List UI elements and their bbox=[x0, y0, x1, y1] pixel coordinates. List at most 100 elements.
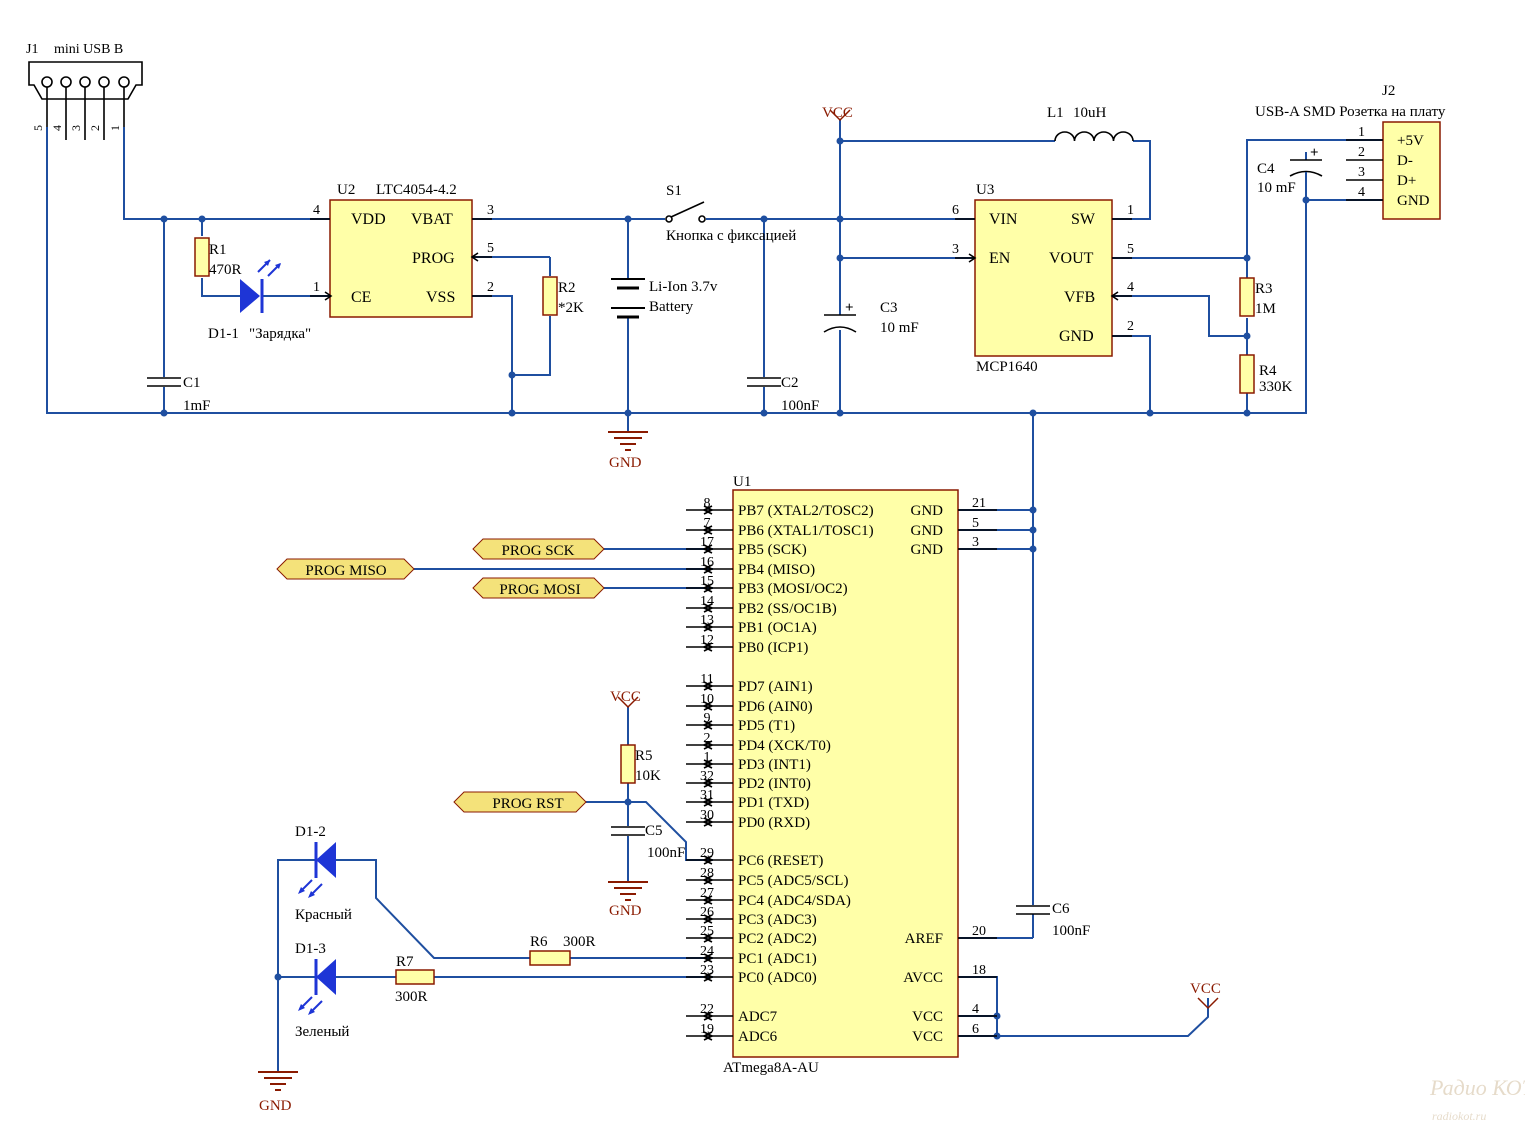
u1-left-pin-number: 10 bbox=[700, 692, 714, 707]
u1-left-pin-label: PD1 (TXD) bbox=[738, 795, 809, 811]
d1-1-label: "Зарядка" bbox=[249, 326, 311, 342]
u2-pin-prog: PROG bbox=[412, 250, 455, 267]
c6-value: 100nF bbox=[1052, 923, 1090, 939]
u1-pin-arrow bbox=[703, 817, 714, 827]
watermark: Радио КОТ radiokot.ru bbox=[1429, 1075, 1525, 1123]
u3-pin-gnd: GND bbox=[1059, 328, 1094, 345]
u1-left-pin-number: 32 bbox=[700, 769, 714, 784]
j1-pin2: 2 bbox=[88, 125, 102, 131]
r3-value: 1M bbox=[1255, 301, 1276, 317]
u1-pin-arrow bbox=[703, 681, 714, 691]
svg-text:+: + bbox=[845, 300, 854, 316]
u1-left-pin-number: 22 bbox=[700, 1002, 714, 1017]
j1-pin4: 4 bbox=[50, 125, 64, 131]
r1-value: 470R bbox=[209, 262, 242, 278]
u1-left-pin-label: PB5 (SCK) bbox=[738, 542, 807, 558]
d1-3-led-green: D1-3 Зеленый bbox=[295, 941, 349, 1040]
u1-left-pin-label: PD0 (RXD) bbox=[738, 815, 810, 831]
net-label-prog-rst: PROG RST bbox=[453, 791, 587, 813]
u1-left-pin-label: PB6 (XTAL1/TOSC1) bbox=[738, 523, 874, 539]
d1-3-label: Зеленый bbox=[295, 1024, 349, 1040]
u1-pin-arrow bbox=[703, 1011, 714, 1021]
u1-left-pin-label: PC4 (ADC4/SDA) bbox=[738, 893, 851, 909]
u1-left-pin-number: 30 bbox=[700, 808, 714, 823]
u1-left-pin-number: 16 bbox=[700, 555, 714, 570]
u1-pin-arrow bbox=[702, 817, 713, 827]
j1-mini-usb-connector: J1 mini USB B 5 4 3 2 1 bbox=[26, 42, 143, 140]
u1-left-pin-number: 23 bbox=[700, 963, 714, 978]
net-label-prog-sck: PROG SCK bbox=[472, 538, 605, 560]
c6-capacitor: C6 100nF bbox=[1016, 901, 1090, 939]
u1-pin-arrow bbox=[703, 953, 714, 963]
u1-left-pin-label: PB3 (MOSI/OC2) bbox=[738, 581, 848, 597]
gnd-symbol-c5: GND bbox=[608, 881, 648, 919]
u2-pin-num-5: 5 bbox=[487, 241, 494, 256]
u1-right-pin-label: VCC bbox=[912, 1009, 943, 1025]
r7-resistor: R7 300R bbox=[395, 954, 435, 1005]
u1-pin-arrow bbox=[702, 740, 713, 750]
c5-value: 100nF bbox=[647, 845, 685, 861]
r1-resistor: R1 470R bbox=[194, 237, 242, 278]
u1-pin-arrow bbox=[703, 778, 714, 788]
u3-boost-ic: U3 MCP1640 VIN SW EN VOUT VFB GND 6 1 3 … bbox=[952, 182, 1134, 375]
u1-pin-arrow bbox=[703, 875, 714, 885]
u1-pin-arrow bbox=[703, 933, 714, 943]
u1-left-pin-number: 26 bbox=[700, 905, 714, 920]
j2-pin-label-4: GND bbox=[1397, 193, 1430, 209]
u1-left-pin-number: 11 bbox=[700, 672, 713, 687]
gnd-label-top: GND bbox=[609, 455, 642, 471]
r5-ref: R5 bbox=[635, 748, 653, 764]
u1-right-pin-label: GND bbox=[911, 542, 944, 558]
u3-part: MCP1640 bbox=[976, 359, 1038, 375]
u1-right-pin-number: 4 bbox=[972, 1002, 979, 1017]
u1-pin-arrow bbox=[703, 895, 714, 905]
l1-value: 10uH bbox=[1073, 105, 1107, 121]
u1-pin-arrow bbox=[703, 797, 714, 807]
u2-pin-num-1: 1 bbox=[313, 280, 320, 295]
u1-pin-arrow bbox=[703, 642, 714, 652]
u1-pin-arrow bbox=[703, 1031, 714, 1041]
u1-pin-arrow bbox=[703, 564, 714, 574]
u1-left-pin-number: 8 bbox=[704, 496, 711, 511]
u1-right-pin-number: 3 bbox=[972, 535, 979, 550]
u3-pin-num-4: 4 bbox=[1127, 280, 1134, 295]
u1-pin-arrow bbox=[702, 505, 713, 515]
u1-left-pin-number: 12 bbox=[700, 633, 714, 648]
u1-left-pin-number: 17 bbox=[700, 535, 714, 550]
u1-right-pin-number: 5 bbox=[972, 516, 979, 531]
u1-left-pin-label: PC1 (ADC1) bbox=[738, 951, 817, 967]
u2-pin-num-2: 2 bbox=[487, 280, 494, 295]
u2-pin-vbat: VBAT bbox=[411, 211, 453, 228]
r4-value: 330K bbox=[1259, 379, 1293, 395]
j2-pin-num-1: 1 bbox=[1358, 125, 1365, 140]
u1-pin-arrow bbox=[702, 759, 713, 769]
c5-ref: C5 bbox=[645, 823, 663, 839]
u1-pin-arrow bbox=[703, 720, 714, 730]
j1-pin1: 1 bbox=[108, 125, 122, 131]
watermark-line-2: radiokot.ru bbox=[1432, 1109, 1486, 1123]
battery-label-1: Li-Ion 3.7v bbox=[649, 279, 718, 295]
j2-ref: J2 bbox=[1382, 83, 1395, 99]
u1-pin-arrow bbox=[703, 525, 714, 535]
d1-1-ref: D1-1 bbox=[208, 326, 239, 342]
j1-name: mini USB B bbox=[54, 42, 123, 57]
u1-left-pin-label: PD4 (XCK/T0) bbox=[738, 738, 831, 754]
r4-ref: R4 bbox=[1259, 363, 1277, 379]
vcc-symbol-r5: VCC bbox=[610, 689, 641, 709]
r7-value: 300R bbox=[395, 989, 428, 1005]
u3-pin-num-5: 5 bbox=[1127, 242, 1134, 257]
j2-pin-label-2: D- bbox=[1397, 153, 1413, 169]
j2-pin-num-4: 4 bbox=[1358, 185, 1365, 200]
u1-pin-arrow bbox=[702, 701, 713, 711]
vcc-label-r5: VCC bbox=[610, 689, 641, 705]
c3-capacitor: + C3 10 mF bbox=[823, 300, 919, 336]
u1-left-pin-label: ADC6 bbox=[738, 1029, 778, 1045]
c1-value: 1mF bbox=[183, 398, 211, 414]
vcc-label-top: VCC bbox=[822, 105, 853, 121]
net-label-prog-miso-text: PROG MISO bbox=[305, 563, 386, 579]
u2-ref: U2 bbox=[337, 182, 355, 198]
j2-pin-num-3: 3 bbox=[1358, 165, 1365, 180]
c4-ref: C4 bbox=[1257, 161, 1275, 177]
j2-pin-label-3: D+ bbox=[1397, 173, 1416, 189]
u1-left-pin-number: 24 bbox=[700, 944, 714, 959]
